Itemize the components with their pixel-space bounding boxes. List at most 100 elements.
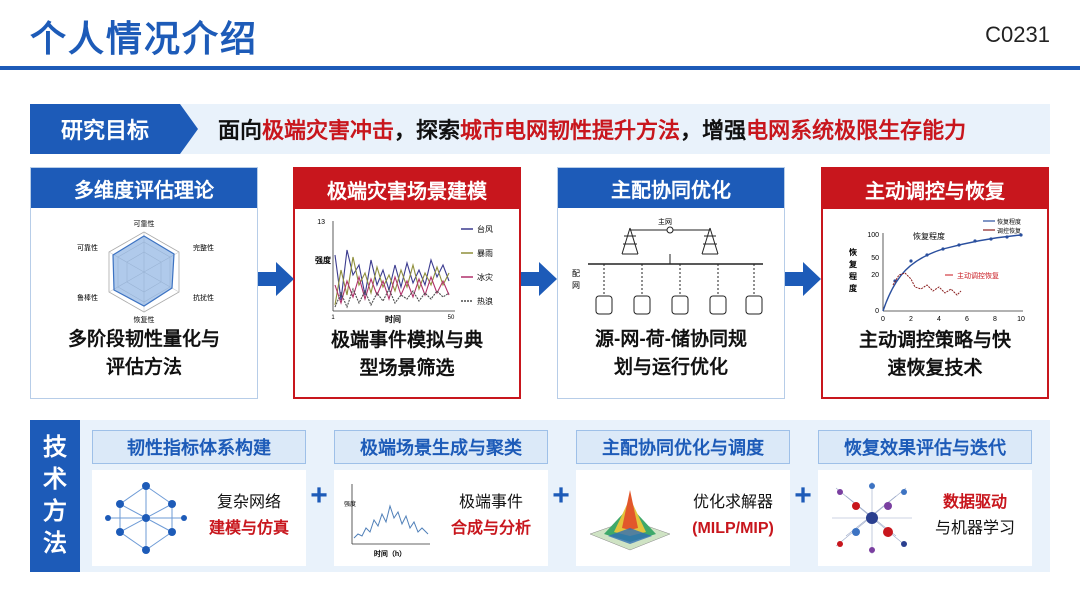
card-main-dist-coordination: 主配协同优化 主网 配 网 源-网-荷-储协同规 划与运行优化 [557,167,785,399]
card-text-line: 速恢复技术 [887,358,983,379]
method-text-line: 极端事件 [458,494,523,511]
right-arrow-icon [258,262,294,296]
legend-item: 调控恢复 [997,227,1021,235]
tag-char: 方 [43,498,67,525]
radar-label: 抗扰性 [193,293,214,302]
main-grid-label: 主网 [658,217,672,226]
method-recovery-evaluation: 恢复效果评估与迭代 数据驱动 与机器学习 [818,430,1032,566]
y-tick: 20 [871,272,879,279]
card-title: 主配协同优化 [558,168,784,208]
method-text-emphasis: 建模与仿真 [208,520,289,537]
technical-methods-tag: 技 术 方 法 [30,420,80,572]
card-text-line: 极端事件模拟与典 [330,330,483,351]
radar-chart-figure: 可靠性 完整性 抗扰性 恢复性 鲁棒性 可靠性 [77,219,214,324]
radar-label: 可靠性 [134,219,155,228]
card-title: 多维度评估理论 [31,168,257,208]
research-goal-tag: 研究目标 [30,104,180,154]
time-series-icon: 强度 时间（h） [344,484,430,558]
x-tick: 8 [993,316,997,323]
card-text-line: 型场景筛选 [359,358,455,379]
y-tick: 50 [871,255,879,262]
plus-icon: + [310,479,328,512]
method-extreme-scenario-generation: 极端场景生成与聚类 强度 时间（h） 极端事件 合成与分析 [334,430,548,566]
curve-annotation: 恢复程度 [913,231,945,241]
network-graph-icon [105,482,187,554]
method-body: 数据驱动 与机器学习 [818,470,1032,566]
dist-label: 网 [572,281,580,290]
goal-highlight: 城市电网韧性提升方法 [460,118,681,143]
dist-label: 配 [572,269,580,278]
goal-tag-arrow [180,104,198,154]
legend-item: 台风 [477,224,493,234]
page-title: 个人情况介绍 [30,18,259,59]
method-text: 复杂网络 建模与仿真 [192,490,306,542]
card-text-line: 多阶段韧性量化与 [67,329,220,350]
radar-label: 完整性 [193,243,214,252]
card-description: 主动调控策略与快 速恢复技术 [823,327,1047,383]
method-text: 极端事件 合成与分析 [434,490,548,542]
header: 个人情况介绍 C0231 [0,0,1080,70]
y-axis-label: 度 [849,283,858,293]
fig-x-label: 时间（h） [374,549,406,558]
x-axis-label: 时间 [385,314,401,324]
legend-item: 热浪 [477,296,493,306]
tag-char: 法 [43,530,67,557]
y-axis-label: 强度 [315,255,332,265]
x-tick: 4 [937,316,941,323]
research-goal-bar: 研究目标 面向极端灾害冲击，探索城市电网韧性提升方法，增强电网系统极限生存能力 [30,104,1050,154]
right-arrow-icon [785,262,821,296]
x-tick: 10 [1017,316,1025,323]
y-tick: 100 [867,232,879,239]
card-title: 极端灾害场景建模 [295,169,519,209]
plus-icon: + [552,479,570,512]
right-arrow-icon [521,262,557,296]
method-title: 韧性指标体系构建 [92,430,306,464]
recovery-chart-figure: 100 50 20 0 0 2 4 6 8 10 恢 复 程 度 恢复程度 调控… [848,218,1025,323]
ml-graph-icon [832,482,912,554]
research-goal-text: 面向极端灾害冲击，探索城市电网韧性提升方法，增强电网系统极限生存能力 [218,104,966,154]
method-text-emphasis: 合成与分析 [450,520,531,537]
x-tick: 2 [909,316,913,323]
card-multi-dimension-evaluation: 多维度评估理论 可靠性 完整性 抗扰性 恢复性 鲁棒性 可靠性 多阶段韧性量化与… [30,167,258,399]
x-max-label: 50 [448,315,455,321]
method-body: 强度 时间（h） 极端事件 合成与分析 [334,470,548,566]
card-extreme-scenario-modeling: 极端灾害场景建模 13 1 50 强度 时间 台风 暴雨 冰灾 热浪 极端事件模… [293,167,521,399]
x-tick: 0 [881,316,885,323]
y-axis-label: 复 [848,259,858,269]
method-body: 复杂网络 建模与仿真 [92,470,306,566]
goal-highlight: 极端灾害冲击 [262,118,395,143]
tag-char: 术 [43,466,67,493]
method-title: 极端场景生成与聚类 [334,430,548,464]
page-code: C0231 [985,22,1050,47]
x-tick: 6 [965,316,969,323]
card-active-control-recovery: 主动调控与恢复 100 50 20 0 0 2 4 6 8 10 恢 复 程 度… [821,167,1049,399]
goal-part: 面向 [218,118,263,143]
technical-methods-section: 技 术 方 法 韧性指标体系构建 [30,420,1050,572]
card-description: 源-网-荷-储协同规 划与运行优化 [558,326,784,382]
method-text-line: 优化求解器 [692,494,773,511]
fig-y-label: 强度 [344,500,356,508]
method-resilience-index: 韧性指标体系构建 复杂网络 建模与仿真 [92,430,306,566]
radar-label: 可靠性 [77,243,98,252]
tag-char: 技 [43,434,67,461]
x-min-label: 1 [331,315,335,321]
card-text-line: 划与运行优化 [613,357,728,378]
card-text-line: 源-网-荷-储协同规 [595,329,747,350]
header-divider [0,66,1080,70]
legend-item: 冰灾 [477,272,493,282]
method-title: 恢复效果评估与迭代 [818,430,1032,464]
card-description: 多阶段韧性量化与 评估方法 [31,326,257,382]
y-tick: 0 [875,308,879,315]
radar-label: 鲁棒性 [77,293,98,302]
card-text-line: 评估方法 [105,357,182,378]
card-description: 极端事件模拟与典 型场景筛选 [295,327,519,383]
grid-diagram-figure: 主网 配 网 [572,217,763,315]
y-max-label: 13 [317,219,325,226]
legend-item: 暴雨 [477,249,493,258]
radar-label: 恢复性 [134,315,155,324]
curve-annotation: 主动调控恢复 [957,271,999,280]
method-text: 数据驱动 与机器学习 [918,490,1032,542]
surface-plot-icon [589,490,671,551]
method-title: 主配协同优化与调度 [576,430,790,464]
legend-item: 恢复程度 [997,218,1021,226]
